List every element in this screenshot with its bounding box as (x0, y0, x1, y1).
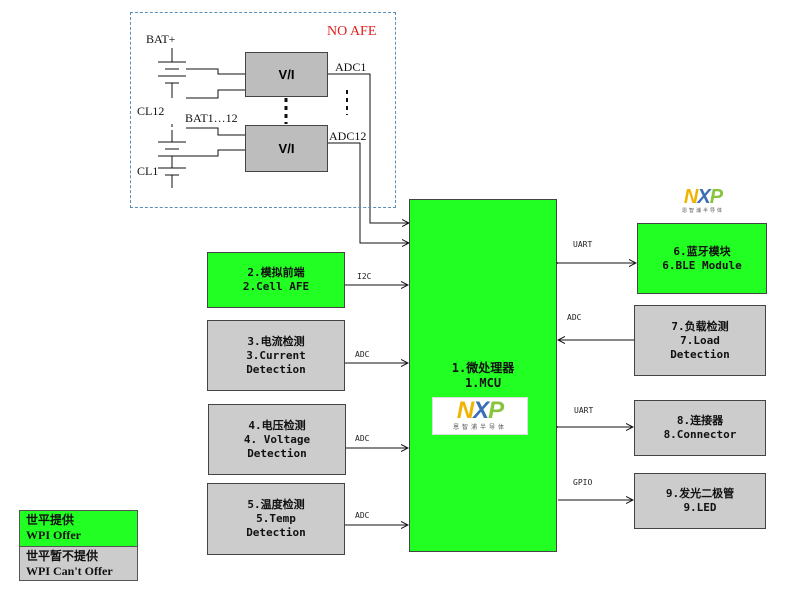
voltage-detection-block: 4.电压检测 4. Voltage Detection (208, 404, 346, 475)
led-title-cn: 9.发光二极管 (665, 487, 735, 500)
current-detection-block: 3.电流检测 3.Current Detection (207, 320, 345, 391)
adc12-line (328, 142, 409, 243)
led-block: 9.发光二极管 9.LED (634, 473, 766, 529)
load-title-cn: 7.负载检测 (671, 319, 729, 333)
temp-adc-label: ADC (355, 511, 370, 520)
afe-block: 2.模拟前端 2.Cell AFE (207, 252, 345, 308)
temp-title-en: 5.Temp (256, 512, 296, 525)
mcu-title-en: 1.MCU (464, 375, 502, 390)
load-detection-block: 7.负载检测 7.Load Detection (634, 305, 766, 376)
legend-noffer-en: WPI Can't Offer (26, 564, 113, 578)
gpio-label: GPIO (573, 478, 593, 487)
logo-subtitle: 恩智浦半导体 (681, 208, 724, 214)
logo-subtitle: 恩智浦半导体 (452, 424, 507, 431)
vi-top-wire (186, 68, 245, 75)
temp-title-cn: 5.温度检测 (247, 498, 305, 511)
logo-letter: X (697, 186, 710, 208)
voltage-title-cn: 4.电压检测 (248, 418, 306, 432)
load-title-en2: Detection (670, 347, 730, 361)
no-afe-label: NO AFE (327, 24, 377, 39)
current-title-cn: 3.电流检测 (247, 334, 305, 348)
ble-module-block: 6.蓝牙模块 6.BLE Module (637, 223, 767, 294)
ble-title-en: 6.BLE Module (662, 258, 742, 272)
voltage-title-en2: Detection (247, 446, 307, 460)
voltage-adc-label: ADC (355, 434, 370, 443)
legend-offer-en: WPI Offer (26, 528, 81, 542)
logo-letter: P (709, 186, 723, 208)
uart-ble-label: UART (573, 240, 593, 249)
bat-plus-label: BAT+ (146, 32, 176, 46)
nxp-logo-top: NXP 恩智浦半导体 (671, 186, 735, 216)
afe-title-en: 2.Cell AFE (242, 280, 310, 293)
bat-range-label: BAT1…12 (185, 111, 238, 125)
temp-detection-block: 5.温度检测 5.Temp Detection (207, 483, 345, 555)
cl1-label: CL1 (137, 164, 159, 178)
vi-bottom-wire (186, 127, 245, 136)
vi-top-label: V/I (278, 67, 295, 82)
voltage-title-en: 4. Voltage (243, 432, 311, 446)
load-title-en: 7.Load (680, 333, 720, 347)
temp-title-en2: Detection (246, 526, 306, 539)
vi-bottom-wire (186, 149, 245, 157)
legend-offer-cn: 世平提供 (26, 513, 75, 527)
legend-noffer-cn: 世平暂不提供 (26, 549, 99, 563)
led-title-en: 9.LED (683, 501, 717, 514)
legend-offer: 世平提供 WPI Offer (19, 510, 138, 547)
connector-title-cn: 8.连接器 (676, 414, 724, 427)
mcu-title-cn: 1.微处理器 (451, 360, 515, 375)
legend-not-offer: 世平暂不提供 WPI Can't Offer (19, 546, 138, 581)
afe-title-cn: 2.模拟前端 (247, 266, 305, 279)
vi-top-wire (186, 89, 245, 99)
adc12-label: ADC12 (329, 129, 367, 143)
current-title-en: 3.Current (246, 348, 306, 362)
uart-connector-label: UART (574, 406, 594, 415)
current-adc-label: ADC (355, 350, 370, 359)
logo-letter: N (683, 186, 698, 208)
connector-title-en: 8.Connector (663, 428, 737, 441)
vi-bottom-label: V/I (278, 141, 295, 156)
current-title-en2: Detection (246, 362, 306, 376)
ble-title-cn: 6.蓝牙模块 (673, 244, 731, 258)
adc1-label: ADC1 (335, 60, 367, 74)
nxp-logo-mcu: NXP 恩智浦半导体 (432, 397, 528, 435)
vi-converter-bottom: V/I (245, 125, 328, 172)
logo-letter: N (456, 397, 474, 424)
cl12-label: CL12 (137, 104, 165, 118)
vi-converter-top: V/I (245, 52, 328, 97)
load-adc-label: ADC (567, 313, 582, 322)
connector-block: 8.连接器 8.Connector (634, 400, 766, 456)
no-afe-region (130, 12, 396, 208)
logo-letter: P (488, 397, 504, 424)
logo-letter: X (473, 397, 489, 424)
i2c-label: I2C (357, 272, 372, 281)
adc1-line (328, 73, 409, 223)
mcu-block: 1.微处理器 1.MCU (409, 199, 557, 552)
